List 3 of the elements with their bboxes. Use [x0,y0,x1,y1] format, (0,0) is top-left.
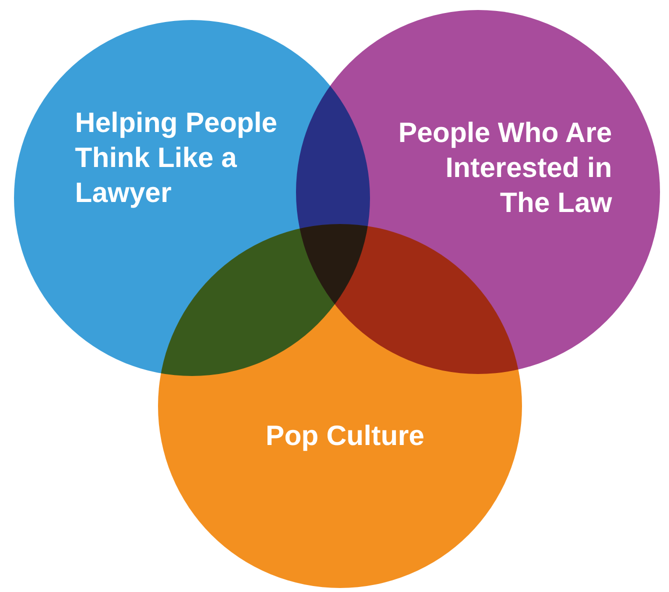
circle-label: Pop Culture [264,419,426,453]
circle-label: Helping People Think Like a Lawyer [75,106,278,210]
circle-label: People Who Are Interested in The Law [398,116,612,220]
